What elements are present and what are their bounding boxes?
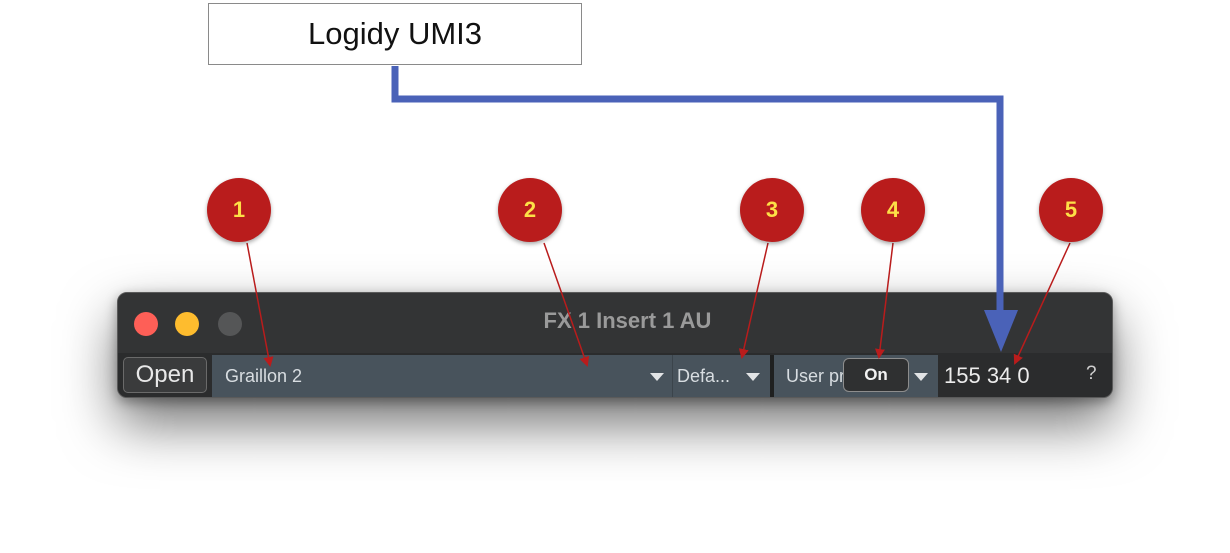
midi-readout: 155 34 0 bbox=[944, 363, 1030, 388]
window-title: FX 1 Insert 1 AU bbox=[543, 308, 712, 333]
preset-select[interactable]: Defa... bbox=[672, 355, 770, 397]
chevron-down-icon bbox=[746, 373, 760, 381]
close-window-button[interactable] bbox=[134, 312, 158, 336]
toolbar-divider bbox=[770, 355, 774, 397]
minimize-window-button[interactable] bbox=[175, 312, 199, 336]
plugin-select-value: Graillon 2 bbox=[225, 365, 303, 386]
plugin-toolbar: Open Graillon 2 Defa... User presets On … bbox=[118, 353, 1112, 397]
chevron-down-icon bbox=[650, 373, 664, 381]
callout-marker-3: 3 bbox=[740, 178, 804, 242]
chevron-down-icon bbox=[914, 373, 928, 381]
device-callout-box: Logidy UMI3 bbox=[208, 3, 582, 65]
callout-marker-4: 4 bbox=[861, 178, 925, 242]
callout-marker-2: 2 bbox=[498, 178, 562, 242]
plugin-window: FX 1 Insert 1 AU Open Graillon 2 Defa...… bbox=[117, 292, 1113, 398]
open-button[interactable]: Open bbox=[123, 357, 207, 393]
callout-marker-5: 5 bbox=[1039, 178, 1103, 242]
zoom-window-button[interactable] bbox=[218, 312, 242, 336]
preset-select-value: Defa... bbox=[677, 365, 731, 386]
bypass-on-button[interactable]: On bbox=[843, 358, 909, 392]
device-callout-label: Logidy UMI3 bbox=[307, 16, 483, 51]
plugin-select[interactable]: Graillon 2 bbox=[212, 355, 672, 397]
help-button[interactable]: ? bbox=[1086, 363, 1097, 384]
window-titlebar[interactable]: FX 1 Insert 1 AU bbox=[118, 293, 1112, 354]
callout-marker-1: 1 bbox=[207, 178, 271, 242]
